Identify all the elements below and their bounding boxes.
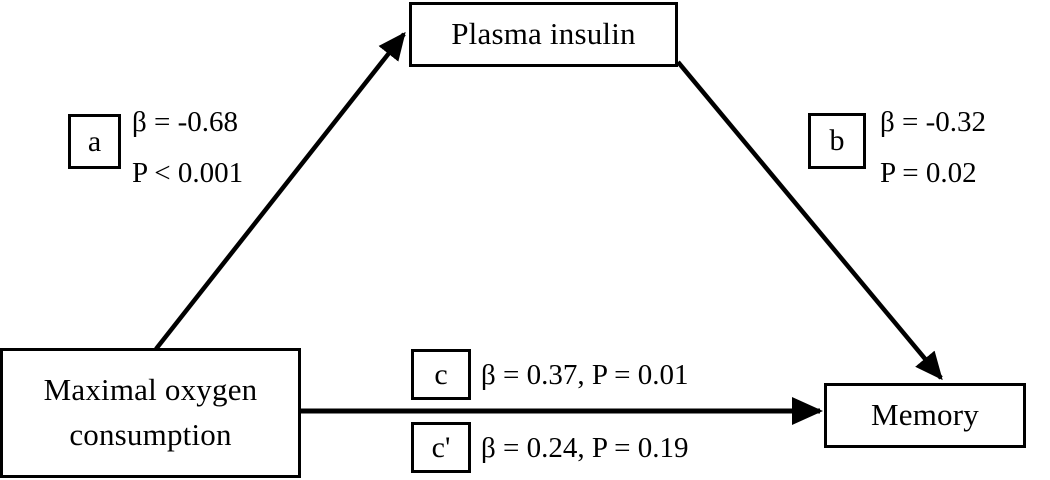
path-label-b-text: b [829, 124, 845, 157]
path-b-beta: β = -0.32 [880, 106, 987, 138]
path-label-a: a [68, 114, 121, 169]
path-label-c-prime: c' [411, 422, 471, 473]
path-label-c-text: c [434, 357, 448, 391]
node-maximal-oxygen-label-line2: consumption [69, 417, 232, 452]
path-b-pvalue: P = 0.02 [880, 157, 977, 189]
path-c-stats: β = 0.37, P = 0.01 [481, 359, 689, 391]
path-c-prime-stats: β = 0.24, P = 0.19 [481, 432, 689, 464]
path-label-b: b [808, 113, 866, 169]
path-b-arrow [676, 60, 943, 381]
path-a-arrow [154, 31, 406, 351]
path-a-statistics: β = -0.68 P < 0.001 [132, 108, 243, 188]
node-plasma-insulin-label: Plasma insulin [451, 16, 636, 52]
node-maximal-oxygen-consumption: Maximal oxygen consumption [0, 348, 301, 478]
node-plasma-insulin: Plasma insulin [409, 2, 678, 67]
node-memory-label: Memory [871, 397, 979, 433]
path-b-statistics: β = -0.32 P = 0.02 [880, 108, 986, 188]
node-memory: Memory [824, 383, 1026, 448]
path-label-a-text: a [87, 124, 102, 158]
path-c-prime-statistics: β = 0.24, P = 0.19 [481, 434, 689, 463]
path-label-c-prime-text: c' [431, 430, 451, 464]
node-maximal-oxygen-label-line1: Maximal oxygen [43, 372, 258, 408]
path-a-beta: β = -0.68 [132, 106, 239, 138]
path-a-pvalue: P < 0.001 [132, 157, 244, 189]
path-c-statistics: β = 0.37, P = 0.01 [481, 361, 689, 390]
path-label-c: c [411, 349, 471, 400]
